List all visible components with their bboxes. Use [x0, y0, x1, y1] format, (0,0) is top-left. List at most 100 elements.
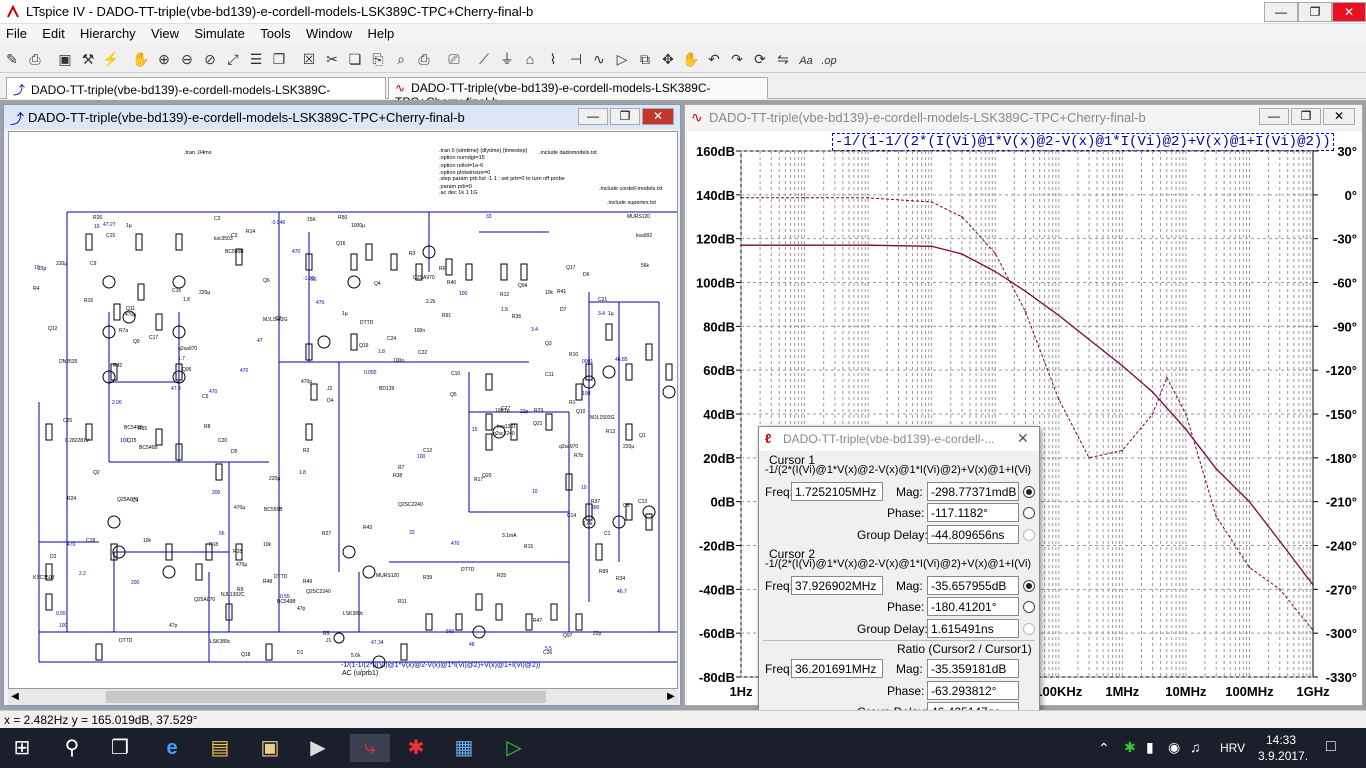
- component[interactable]: [485, 413, 493, 431]
- diode-icon[interactable]: ▷: [616, 51, 628, 67]
- magnitude-trace[interactable]: [741, 244, 1314, 586]
- menu-tools[interactable]: Tools: [260, 26, 291, 41]
- print-preview-icon[interactable]: ⎚: [448, 51, 460, 67]
- component[interactable]: [350, 253, 358, 271]
- component[interactable]: [645, 343, 653, 361]
- task-view-icon[interactable]: ❐: [111, 737, 129, 759]
- label-icon[interactable]: ⌂: [525, 51, 535, 67]
- component[interactable]: [195, 563, 203, 581]
- spice-directive[interactable]: .tran 0 {simtime} {dlytime} {timestep}: [439, 148, 528, 154]
- print-icon[interactable]: ⎙: [418, 51, 430, 67]
- component[interactable]: [137, 283, 145, 301]
- cursor1-mag-field[interactable]: -298.77371mdB: [927, 482, 1019, 501]
- cut-icon[interactable]: ✂: [326, 51, 338, 67]
- cursor1-freq-field[interactable]: 1.7252105MHz: [791, 482, 883, 501]
- component[interactable]: [350, 333, 358, 351]
- component[interactable]: [625, 503, 633, 521]
- schematic-drawing[interactable]: 4847.8Q5Q25A070R12100R3910kR14100Q25A070…: [9, 132, 678, 689]
- component[interactable]: [400, 643, 408, 661]
- cursor2-mag-radio[interactable]: [1023, 580, 1035, 592]
- component[interactable]: [510, 423, 518, 441]
- search-icon[interactable]: ⚲: [64, 737, 80, 759]
- image-icon[interactable]: ▦: [454, 737, 474, 759]
- transistor-symbol[interactable]: [102, 275, 116, 289]
- component[interactable]: [475, 593, 483, 611]
- tab-waveform[interactable]: ∿DADO-TT-triple(vbe-bd139)-e-cordell-mod…: [388, 77, 768, 109]
- media-icon[interactable]: ▶: [310, 737, 326, 759]
- ratio-mag-field[interactable]: -35.359181dB: [927, 659, 1019, 678]
- find-icon[interactable]: ⌕: [397, 51, 405, 67]
- component[interactable]: [235, 543, 243, 561]
- component[interactable]: [95, 643, 103, 661]
- clock-time[interactable]: 14:33: [1266, 733, 1297, 747]
- mirror-icon[interactable]: ⇋: [777, 51, 789, 67]
- component[interactable]: [585, 503, 593, 521]
- zoom-full-icon[interactable]: ⤢: [227, 51, 239, 67]
- transistor-symbol[interactable]: [107, 515, 121, 529]
- transistor-symbol[interactable]: [362, 565, 376, 579]
- drag-icon[interactable]: ✋: [682, 51, 700, 67]
- spice-directive[interactable]: .step param prb list -1 1 ; set prb=0 to…: [439, 176, 565, 182]
- transistor-symbol[interactable]: [612, 515, 626, 529]
- component[interactable]: [520, 263, 528, 281]
- open-icon[interactable]: ⎙: [29, 51, 41, 67]
- terminal-icon[interactable]: ▷: [506, 737, 522, 759]
- component[interactable]: [85, 233, 93, 251]
- component[interactable]: [455, 613, 463, 631]
- zoom-fit-icon[interactable]: ⊘: [204, 51, 216, 67]
- component[interactable]: [525, 613, 533, 631]
- scroll-left-icon[interactable]: ◀: [11, 691, 19, 702]
- menu-hierarchy[interactable]: Hierarchy: [80, 26, 136, 41]
- restore-button[interactable]: ❐: [1298, 2, 1332, 22]
- save-icon[interactable]: ▣: [58, 51, 72, 67]
- cursor1-mag-radio[interactable]: [1023, 486, 1035, 498]
- undo-icon[interactable]: ↶: [708, 51, 720, 67]
- cursor2-gd-radio[interactable]: [1023, 623, 1035, 635]
- ratio-freq-field[interactable]: 36.201691MHz: [791, 659, 883, 678]
- scroll-right-icon[interactable]: ▶: [667, 691, 675, 702]
- component[interactable]: [550, 603, 558, 621]
- cursor1-phase-field[interactable]: -117.1182°: [927, 503, 1019, 522]
- spice-directive[interactable]: .include cordell-models.txt: [599, 186, 663, 192]
- battery-icon[interactable]: ▮: [1146, 739, 1154, 755]
- schematic-minimize-button[interactable]: —: [578, 108, 608, 125]
- move-icon[interactable]: ✥: [662, 51, 674, 67]
- component[interactable]: [225, 603, 233, 621]
- transistor-symbol[interactable]: [122, 310, 136, 324]
- component[interactable]: [215, 463, 223, 481]
- component[interactable]: [310, 383, 318, 401]
- tile-horizontal-icon[interactable]: ☰: [249, 51, 263, 67]
- component[interactable]: [135, 233, 143, 251]
- component[interactable]: [625, 423, 633, 441]
- scroll-thumb[interactable]: [106, 691, 546, 703]
- transistor-symbol[interactable]: [342, 545, 356, 559]
- transistor-symbol[interactable]: [492, 425, 506, 439]
- waveform-close-button[interactable]: ✕: [1323, 108, 1355, 125]
- component[interactable]: [575, 383, 583, 401]
- spice-directive[interactable]: .option numdgt=15: [439, 155, 485, 161]
- component[interactable]: [205, 543, 213, 561]
- run-icon[interactable]: ⚡: [102, 51, 120, 67]
- cursor1-phase-radio[interactable]: [1023, 507, 1035, 519]
- transistor-symbol[interactable]: [347, 275, 361, 289]
- component[interactable]: [425, 613, 433, 631]
- cascade-icon[interactable]: ❐: [272, 51, 286, 67]
- cursor2-phase-radio[interactable]: [1023, 601, 1035, 613]
- rotate-icon[interactable]: ⟳: [754, 51, 766, 67]
- component[interactable]: [625, 363, 633, 381]
- component[interactable]: [113, 303, 121, 321]
- tab-schematic[interactable]: ⤴DADO-TT-triple(vbe-bd139)-e-cordell-mod…: [6, 77, 386, 112]
- start-icon[interactable]: ⊞: [13, 737, 31, 759]
- transistor-symbol[interactable]: [102, 370, 116, 384]
- menu-file[interactable]: File: [6, 26, 27, 41]
- cursor2-mag-field[interactable]: -35.657955dB: [927, 576, 1019, 595]
- waveform-minimize-button[interactable]: —: [1259, 108, 1289, 125]
- menu-view[interactable]: View: [151, 26, 179, 41]
- spice-directive[interactable]: .ac dec 1k 1 1G: [439, 190, 478, 196]
- component-icon[interactable]: ⧉: [640, 51, 650, 67]
- component[interactable]: [565, 473, 573, 491]
- explorer-icon[interactable]: ▤: [210, 737, 230, 759]
- zoom-in-icon[interactable]: ⊕: [158, 51, 170, 67]
- halt-icon[interactable]: ✋: [132, 51, 150, 67]
- component[interactable]: [365, 243, 373, 261]
